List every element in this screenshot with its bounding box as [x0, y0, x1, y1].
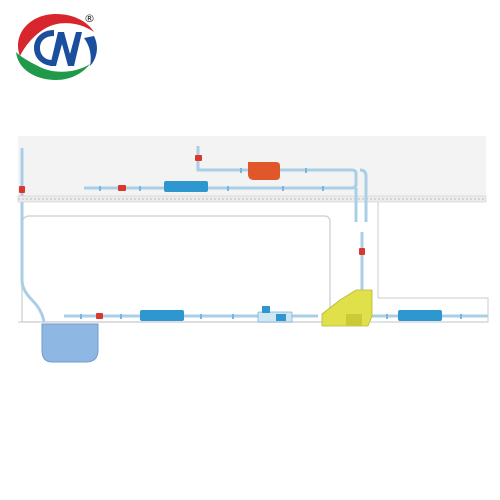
logo-green-swoosh [16, 52, 90, 80]
floor-pipe-fittings [80, 314, 462, 319]
brand-logo-icon [16, 14, 97, 80]
drain-valve-icon [19, 155, 365, 319]
logo-red-swoosh [18, 14, 94, 56]
collection-tank-icon [41, 323, 99, 363]
registered-mark: ® [84, 12, 95, 25]
logo-letter-c [34, 30, 54, 66]
logo-letter-n [50, 32, 82, 66]
pipe-fittings [99, 168, 324, 191]
condensate-pump-icon [248, 162, 280, 180]
ceiling-line [17, 195, 487, 203]
ceiling-pump-icon [321, 289, 373, 327]
inline-mini-pump-icon [140, 181, 442, 321]
floor-pump-icon [257, 306, 293, 323]
logo-blue-swoosh [84, 36, 97, 66]
wall-outline [21, 215, 331, 323]
ceiling-pipe-run [84, 146, 368, 222]
